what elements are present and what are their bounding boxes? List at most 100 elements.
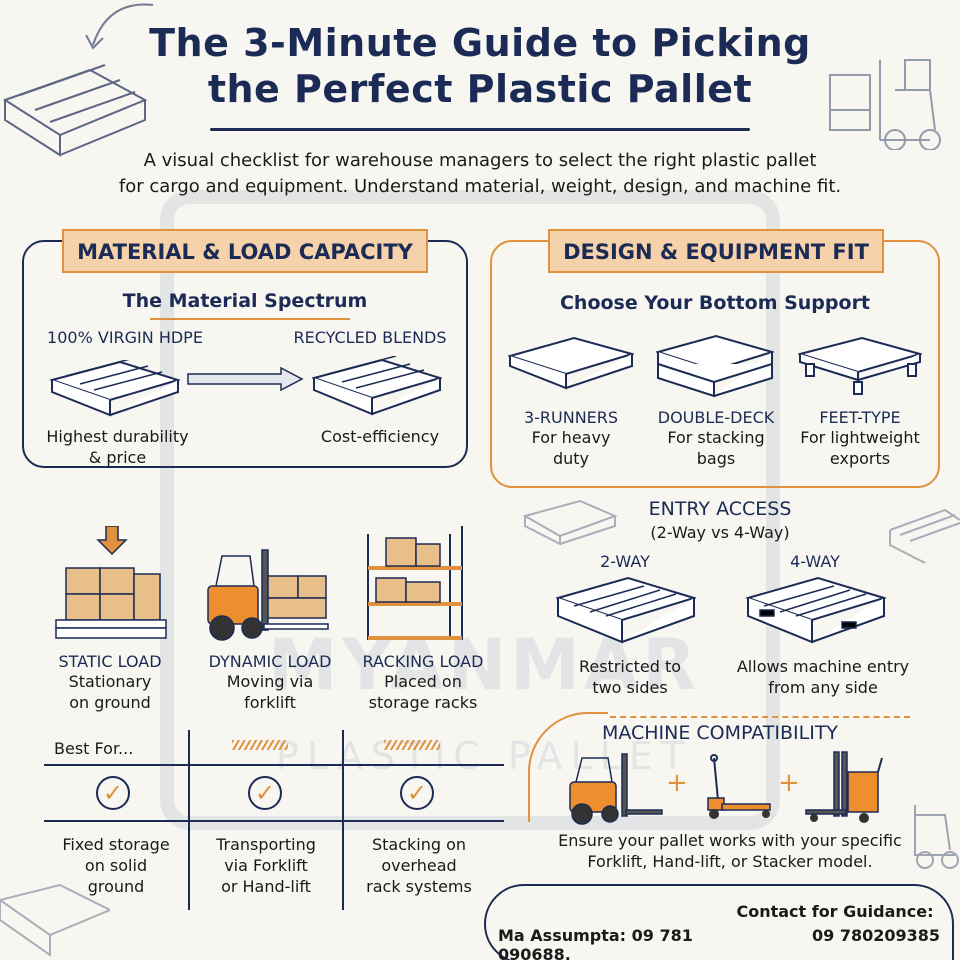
load-type-desc-2: forklift: [244, 693, 296, 712]
checkmark-icon: ✓: [400, 776, 434, 810]
corner-pallet-illustration: [520, 496, 620, 550]
forklift-sketch-icon: [905, 795, 960, 879]
best-for-line-3: or Hand-lift: [221, 877, 311, 896]
subtitle-line-1: A visual checklist for warehouse manager…: [143, 150, 817, 171]
recycled-blends-title: RECYCLED BLENDS: [293, 328, 447, 347]
virgin-hdpe-note: Highest durability & price: [30, 426, 205, 468]
machine-note-line-1: Ensure your pallet works with your speci…: [558, 831, 902, 850]
best-for-line-1: Stacking on: [371, 835, 467, 854]
support-type-desc-1: For heavy: [531, 428, 611, 447]
feet-type-pallet-icon: [798, 336, 922, 400]
design-section-banner: DESIGN & EQUIPMENT FIT: [548, 229, 884, 273]
virgin-hdpe-title: 100% VIRGIN HDPE: [47, 328, 203, 347]
corner-pallet-illustration: [0, 60, 150, 164]
forklift-sketch-icon: [820, 30, 950, 154]
support-type-desc-2: bags: [696, 449, 736, 468]
virgin-note-line-2: & price: [88, 448, 147, 467]
highlight-mark: [384, 740, 440, 750]
highlight-mark: [232, 740, 288, 750]
heading-underline: [150, 318, 350, 320]
three-runners-pallet-icon: [508, 336, 634, 396]
support-type-double-deck: DOUBLE-DECK For stacking bags: [646, 408, 786, 469]
best-for-line-3: rack systems: [366, 877, 472, 896]
recycled-note: Cost-efficiency: [320, 427, 440, 446]
forklift-icon: [566, 752, 666, 830]
best-for-dynamic: Transporting via Forklift or Hand-lift: [190, 834, 342, 897]
static-load-illustration: [52, 525, 172, 646]
load-type-desc-2: on ground: [69, 693, 151, 712]
best-for-label: Best For...: [54, 739, 134, 758]
watermark-word: MYANMAR: [267, 624, 701, 706]
load-type-racking: RACKING LOAD Placed on storage racks: [348, 652, 498, 713]
title-underline: [210, 128, 750, 131]
load-type-dynamic: DYNAMIC LOAD Moving via forklift: [190, 652, 350, 713]
support-type-3-runners: 3-RUNNERS For heavy duty: [506, 408, 636, 469]
best-for-line-3: ground: [87, 877, 145, 896]
grid-divider: [44, 764, 504, 766]
two-way-desc: Restricted to two sides: [560, 656, 700, 698]
load-type-name: DYNAMIC LOAD: [208, 652, 332, 671]
support-type-name: 3-RUNNERS: [523, 408, 619, 427]
double-deck-pallet-icon: [656, 334, 774, 398]
best-for-line-2: via Forklift: [224, 856, 308, 875]
support-type-feet: FEET-TYPE For lightweight exports: [790, 408, 930, 469]
machine-section-divider: [610, 716, 910, 718]
forklift-illustration: [202, 546, 332, 650]
entry-access-subheading: (2-Way vs 4-Way): [650, 523, 790, 542]
two-way-desc-2: two sides: [592, 678, 668, 697]
checkmark-icon: ✓: [248, 776, 282, 810]
machine-compat-note: Ensure your pallet works with your speci…: [540, 830, 920, 872]
load-type-name: RACKING LOAD: [362, 652, 484, 671]
grid-divider: [188, 730, 190, 910]
support-type-name: DOUBLE-DECK: [657, 408, 775, 427]
spectrum-arrow-icon: [186, 366, 306, 396]
best-for-line-1: Transporting: [216, 835, 316, 854]
contact-phone-2: 09 780209385: [812, 926, 941, 945]
corner-pallet-illustration: [885, 505, 960, 569]
plus-sign: +: [666, 768, 688, 798]
support-type-desc-1: For stacking: [667, 428, 765, 447]
virgin-note-line-1: Highest durability: [46, 427, 189, 446]
machine-compat-heading: MACHINE COMPATIBILITY: [601, 722, 839, 744]
best-for-line-2: on solid: [84, 856, 148, 875]
grid-divider: [44, 820, 504, 822]
entry-access-heading: ENTRY ACCESS: [648, 498, 792, 520]
load-type-name: STATIC LOAD: [58, 652, 162, 671]
best-for-line-2: overhead: [381, 856, 457, 875]
contact-heading: Contact for Guidance:: [736, 902, 934, 921]
four-way-title: 4-WAY: [790, 552, 840, 571]
page-subtitle: A visual checklist for warehouse manager…: [60, 148, 900, 200]
four-way-desc-1: Allows machine entry: [736, 657, 910, 676]
load-type-static: STATIC LOAD Stationary on ground: [40, 652, 180, 713]
load-type-desc-1: Moving via: [226, 672, 314, 691]
support-type-name: FEET-TYPE: [819, 408, 901, 427]
support-type-desc-2: duty: [552, 449, 590, 468]
recycled-pallet-icon: [312, 356, 442, 420]
grid-divider: [342, 730, 344, 910]
page-title: The 3-Minute Guide to Picking the Perfec…: [0, 20, 960, 112]
arrow-icon: [78, 0, 158, 64]
two-way-desc-1: Restricted to: [578, 657, 682, 676]
load-type-desc-1: Stationary: [68, 672, 152, 691]
material-section-banner: MATERIAL & LOAD CAPACITY: [62, 229, 428, 273]
material-spectrum-heading: The Material Spectrum: [122, 290, 368, 312]
best-for-line-1: Fixed storage: [62, 835, 170, 854]
stacker-icon: [804, 750, 884, 828]
two-way-title: 2-WAY: [600, 552, 650, 571]
best-for-racking: Stacking on overhead rack systems: [344, 834, 494, 897]
four-way-desc-2: from any side: [768, 678, 878, 697]
four-way-pallet-icon: [746, 576, 886, 646]
machine-note-line-2: Forklift, Hand-lift, or Stacker model.: [587, 852, 873, 871]
virgin-pallet-icon: [50, 360, 180, 420]
plus-sign: +: [778, 768, 800, 798]
bottom-support-heading: Choose Your Bottom Support: [559, 292, 871, 314]
load-type-desc-1: Placed on: [384, 672, 462, 691]
racking-illustration: [362, 524, 477, 648]
support-type-desc-2: exports: [829, 449, 891, 468]
subtitle-line-2: for cargo and equipment. Understand mate…: [118, 176, 842, 197]
four-way-desc: Allows machine entry from any side: [728, 656, 918, 698]
hand-lift-icon: [694, 754, 774, 826]
title-line-2: the Perfect Plastic Pallet: [207, 67, 753, 111]
title-line-1: The 3-Minute Guide to Picking: [149, 21, 811, 65]
contact-box: [484, 884, 954, 960]
